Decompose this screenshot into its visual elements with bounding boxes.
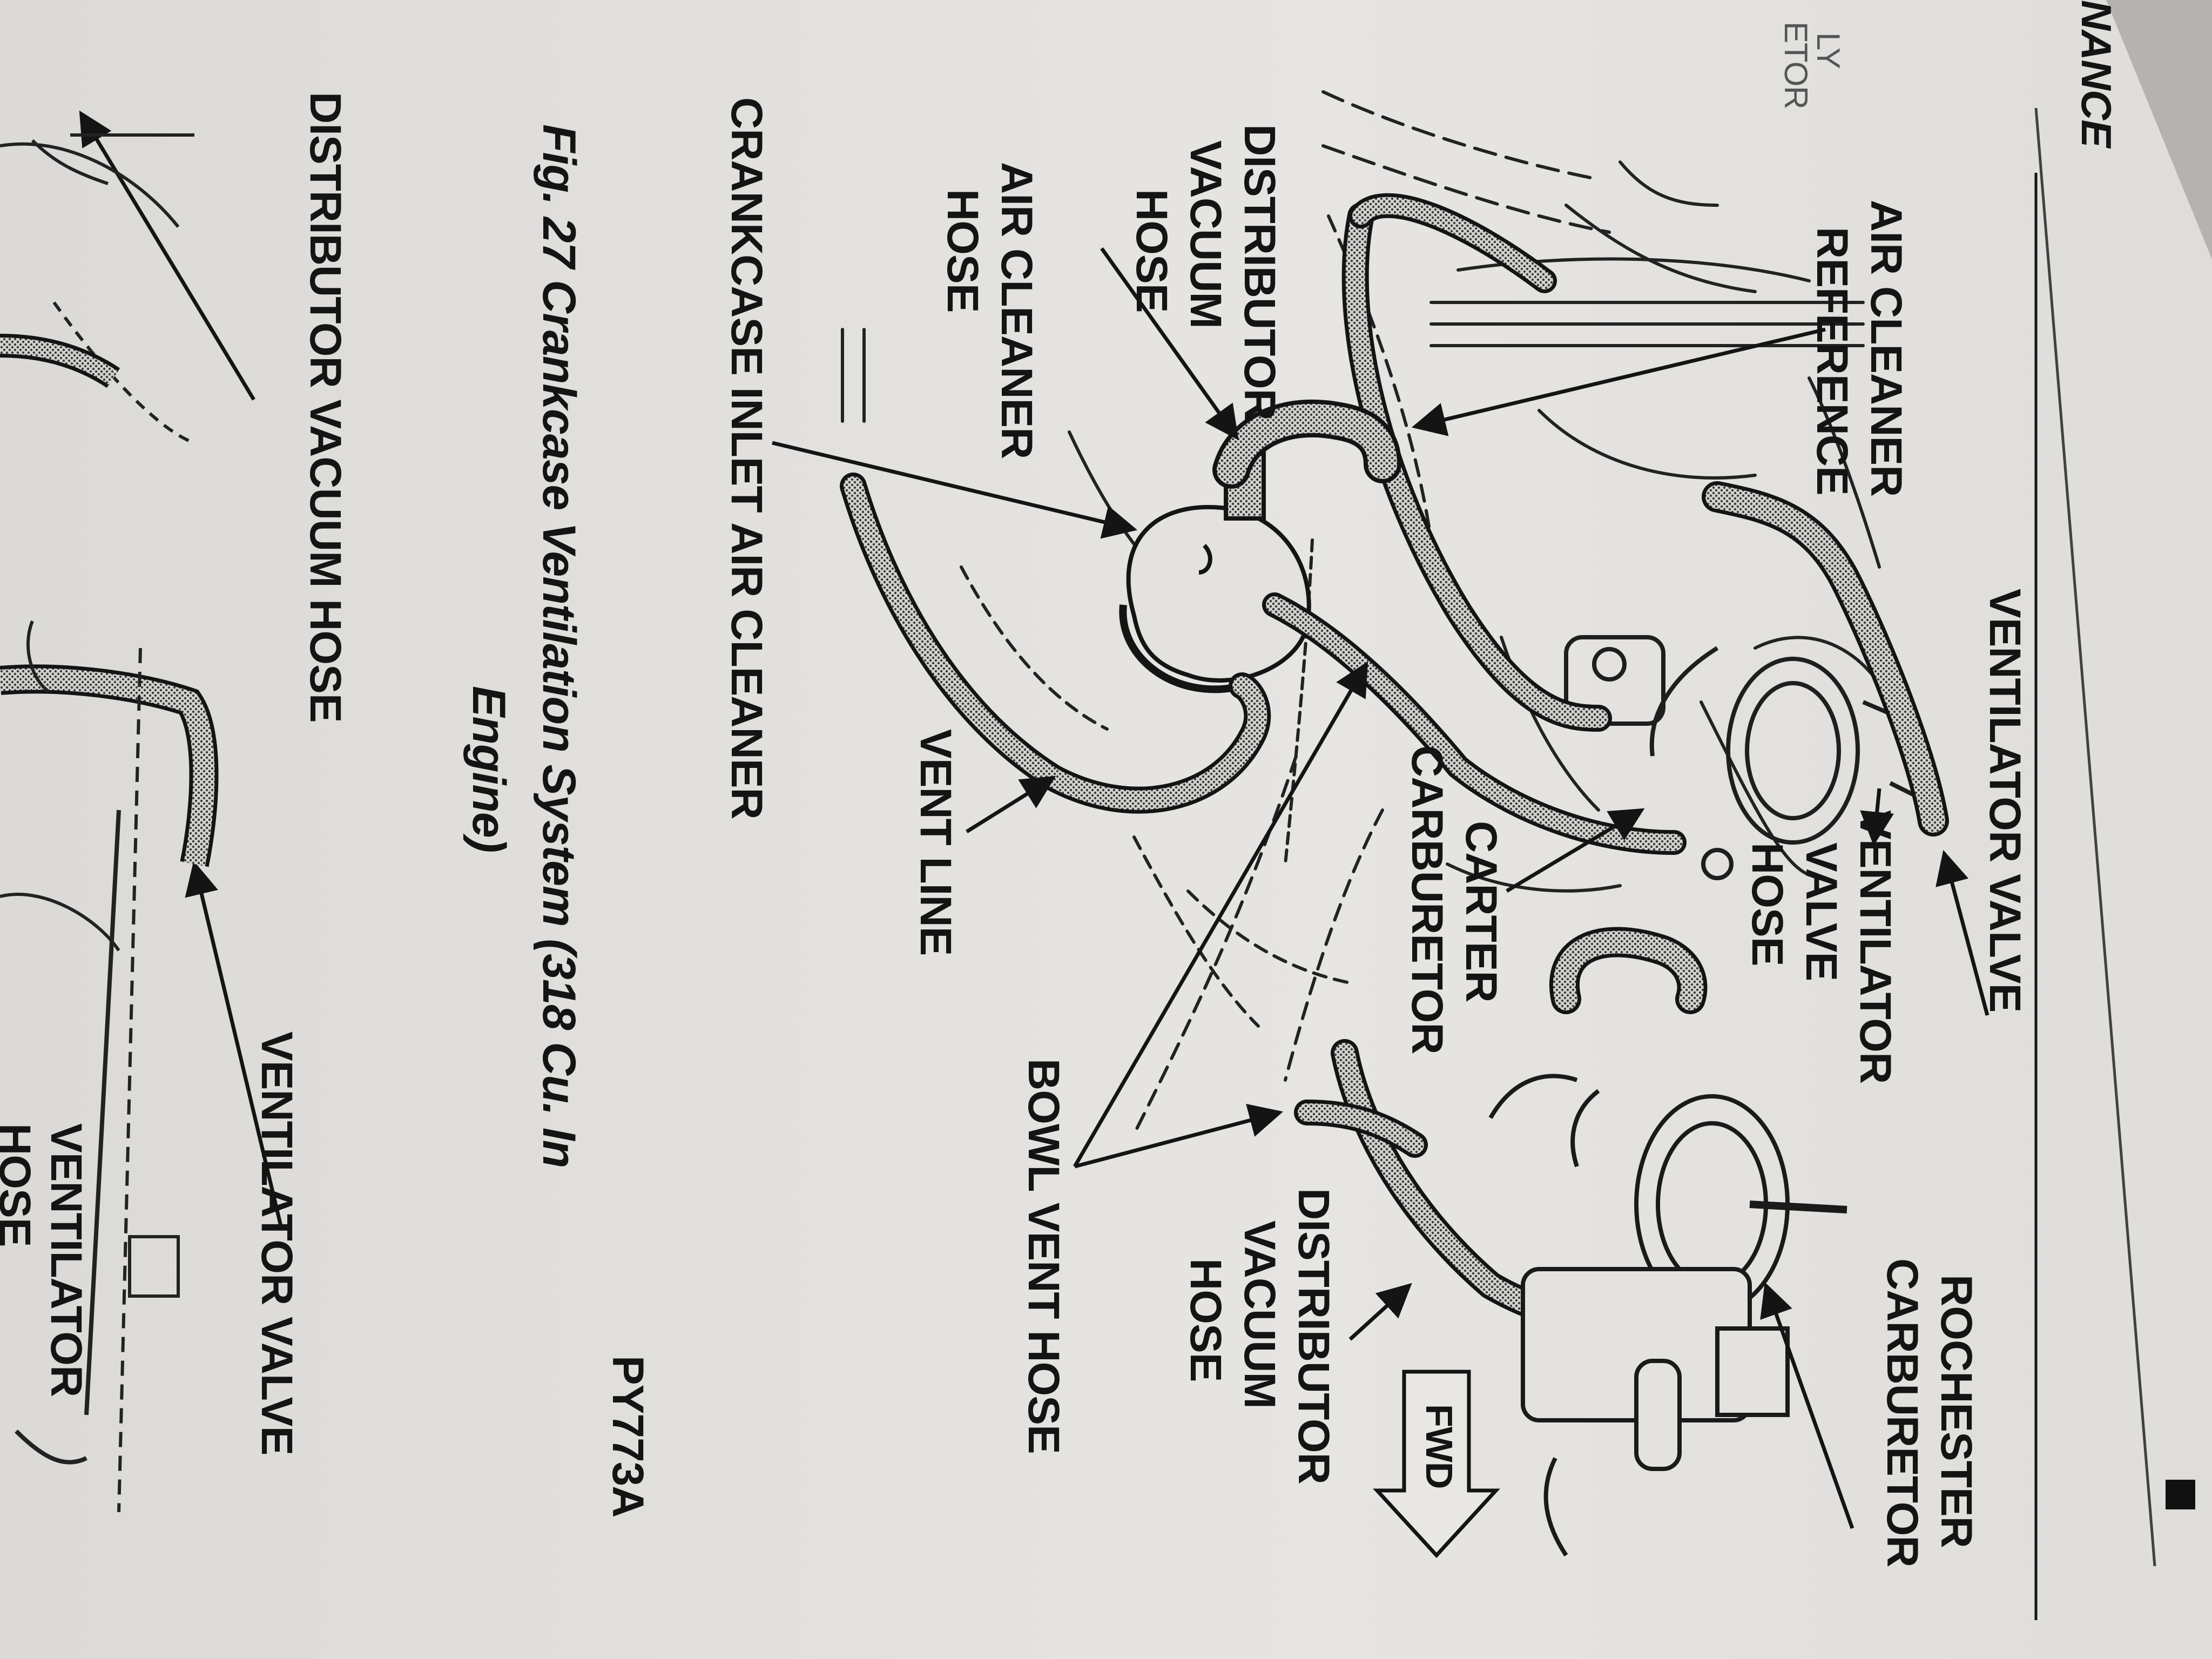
leader-lines: [79, 110, 1990, 1529]
label-air-cleaner-hose-line1: AIR CLEANER: [992, 162, 1041, 459]
carter-carburetor-drawing: [1564, 635, 1924, 880]
label-air-cleaner-reference-line1: AIR CLEANER: [1862, 200, 1911, 497]
label-distributor-vacuum-hose-right-line3: HOSE: [1181, 1258, 1230, 1382]
label-distributor-vacuum-hose-right-line2: VACUUM: [1235, 1220, 1284, 1408]
label-vent-line: VENT LINE: [911, 729, 960, 956]
label-ventilator-valve-hose-line3: HOSE: [1743, 842, 1792, 966]
label-crankcase-inlet-air-cleaner: CRANKCASE INLET AIR CLEANER: [722, 97, 771, 819]
next-label-ventilator-hose-line2: HOSE: [0, 1123, 39, 1247]
figure-code: PY773A: [603, 1355, 652, 1518]
label-bowl-vent-hose: BOWL VENT HOSE: [1019, 1058, 1068, 1454]
fwd-label: FWD: [1418, 1404, 1460, 1489]
next-label-distributor-vacuum-hose: DISTRIBUTOR VACUUM HOSE: [301, 92, 350, 723]
label-carter-carburetor-line1: CARTER: [1456, 821, 1506, 1002]
label-distributor-vacuum-hose-left-line1: DISTRIBUTOR: [1235, 124, 1284, 420]
label-air-cleaner-hose-line2: HOSE: [938, 189, 987, 313]
header-section-title-fragment: NANCE: [2073, 0, 2120, 147]
next-figure-linework: [0, 133, 219, 1513]
header-left-fragment-2: ETOR: [1778, 22, 1814, 109]
label-air-cleaner-reference-line2: REFERENCE: [1808, 227, 1857, 495]
label-rochester-carburetor-line2: CARBURETOR: [1878, 1258, 1927, 1567]
figure-caption-line2: Engine): [463, 686, 515, 853]
figure-caption-line1: Fig. 27 Crankcase Ventilation System (31…: [533, 124, 585, 1168]
label-rochester-carburetor-line1: ROCHESTER: [1932, 1274, 1981, 1548]
label-distributor-vacuum-hose-left-line2: VACUUM: [1181, 140, 1230, 328]
fwd-arrow-shape: [1373, 1370, 1500, 1559]
label-ventilator-valve-hose-line1: VENTILATOR: [1851, 810, 1900, 1084]
label-ventilator-valve-hose-line2: VALVE: [1797, 842, 1846, 981]
header-left-fragment-1: LY: [1810, 32, 1846, 69]
rochester-carburetor-drawing: [1488, 1074, 1847, 1557]
page-edge: [2106, 0, 2212, 259]
next-label-ventilator-valve: VENTILATOR VALVE: [252, 1031, 301, 1455]
next-label-ventilator-hose-line1: VENTILATOR: [42, 1123, 91, 1397]
page-marker-square: [2166, 1480, 2195, 1509]
label-distributor-vacuum-hose-left-line3: HOSE: [1127, 189, 1176, 313]
label-ventilator-valve: VENTILATOR VALVE: [1980, 589, 2029, 1013]
label-carter-carburetor-line2: CARBURETOR: [1402, 745, 1452, 1054]
label-distributor-vacuum-hose-right-line1: DISTRIBUTOR: [1289, 1188, 1338, 1484]
